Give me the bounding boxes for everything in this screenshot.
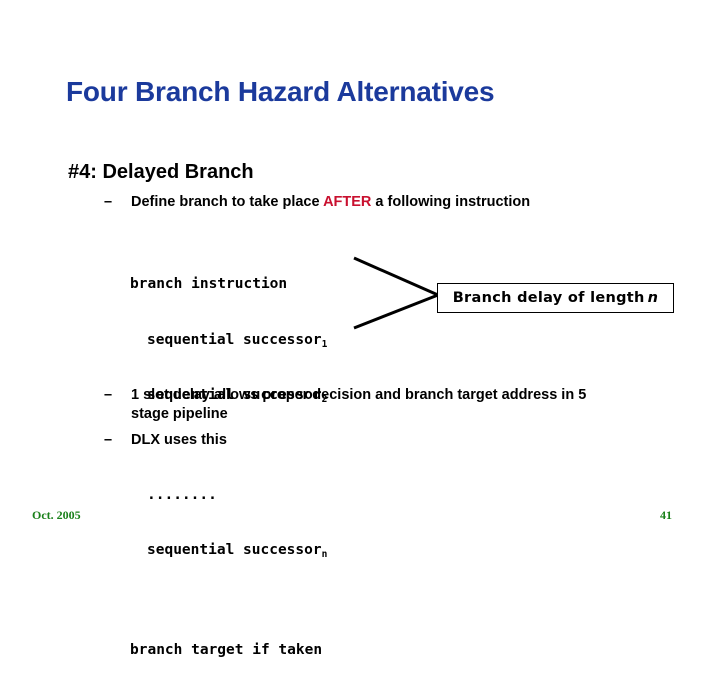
- brace-bracket-icon: [353, 256, 439, 330]
- code-line-successor-1: sequential successor1: [130, 331, 327, 350]
- bullet-define-suffix: a following instruction: [371, 194, 531, 210]
- code-successor-1-subscript: 1: [321, 338, 328, 350]
- page-title: Four Branch Hazard Alternatives: [66, 76, 495, 107]
- bullet-dash-icon-3: –: [104, 432, 113, 448]
- bullet-define-branch: – Define branch to take place AFTER a fo…: [104, 193, 644, 212]
- callout-label-text: Branch delay of length: [452, 290, 645, 306]
- code-successor-1-text: sequential successor: [147, 331, 322, 348]
- code-line-branch-target: branch target if taken: [130, 641, 323, 658]
- code-spacer-2: [130, 597, 327, 604]
- bullet-dlx-text: DLX uses this: [131, 432, 227, 448]
- code-line-ellipsis: ........: [147, 486, 217, 503]
- bullet-slot-delay: – 1 slot delay allows proper decision an…: [104, 386, 604, 424]
- code-successor-2-subscript: 2: [321, 394, 328, 405]
- bullet-define-text: Define branch to take place AFTER a foll…: [131, 193, 644, 212]
- code-successor-n-text: sequential successor: [147, 542, 322, 558]
- code-block: branch instruction sequential successor1…: [130, 238, 327, 696]
- code-line-successor-2: sequential successor2: [130, 386, 327, 405]
- code-successor-n-subscript: n: [321, 549, 328, 560]
- bullet-define-prefix: Define branch to take place: [131, 194, 324, 210]
- slide-canvas: Four Branch Hazard Alternatives #4: Dela…: [32, 76, 674, 658]
- bullet-dash-icon: –: [104, 194, 113, 210]
- code-line-successor-n: sequential successorn: [130, 541, 327, 560]
- bullet-slot-delay-text: 1 slot delay allows proper decision and …: [131, 387, 587, 422]
- bullet-define-emphasis: AFTER: [323, 194, 372, 210]
- code-successor-2-text: sequential successor: [147, 387, 322, 403]
- code-line-branch-instruction: branch instruction: [130, 276, 288, 292]
- bullet-dlx: – DLX uses this: [104, 431, 504, 450]
- footer-page-number: 41: [660, 508, 672, 522]
- footer-date: Oct. 2005: [32, 508, 81, 522]
- section-heading: #4: Delayed Branch: [68, 161, 254, 183]
- callout-variable: n: [647, 290, 659, 306]
- bullet-dash-icon-2: –: [104, 387, 113, 403]
